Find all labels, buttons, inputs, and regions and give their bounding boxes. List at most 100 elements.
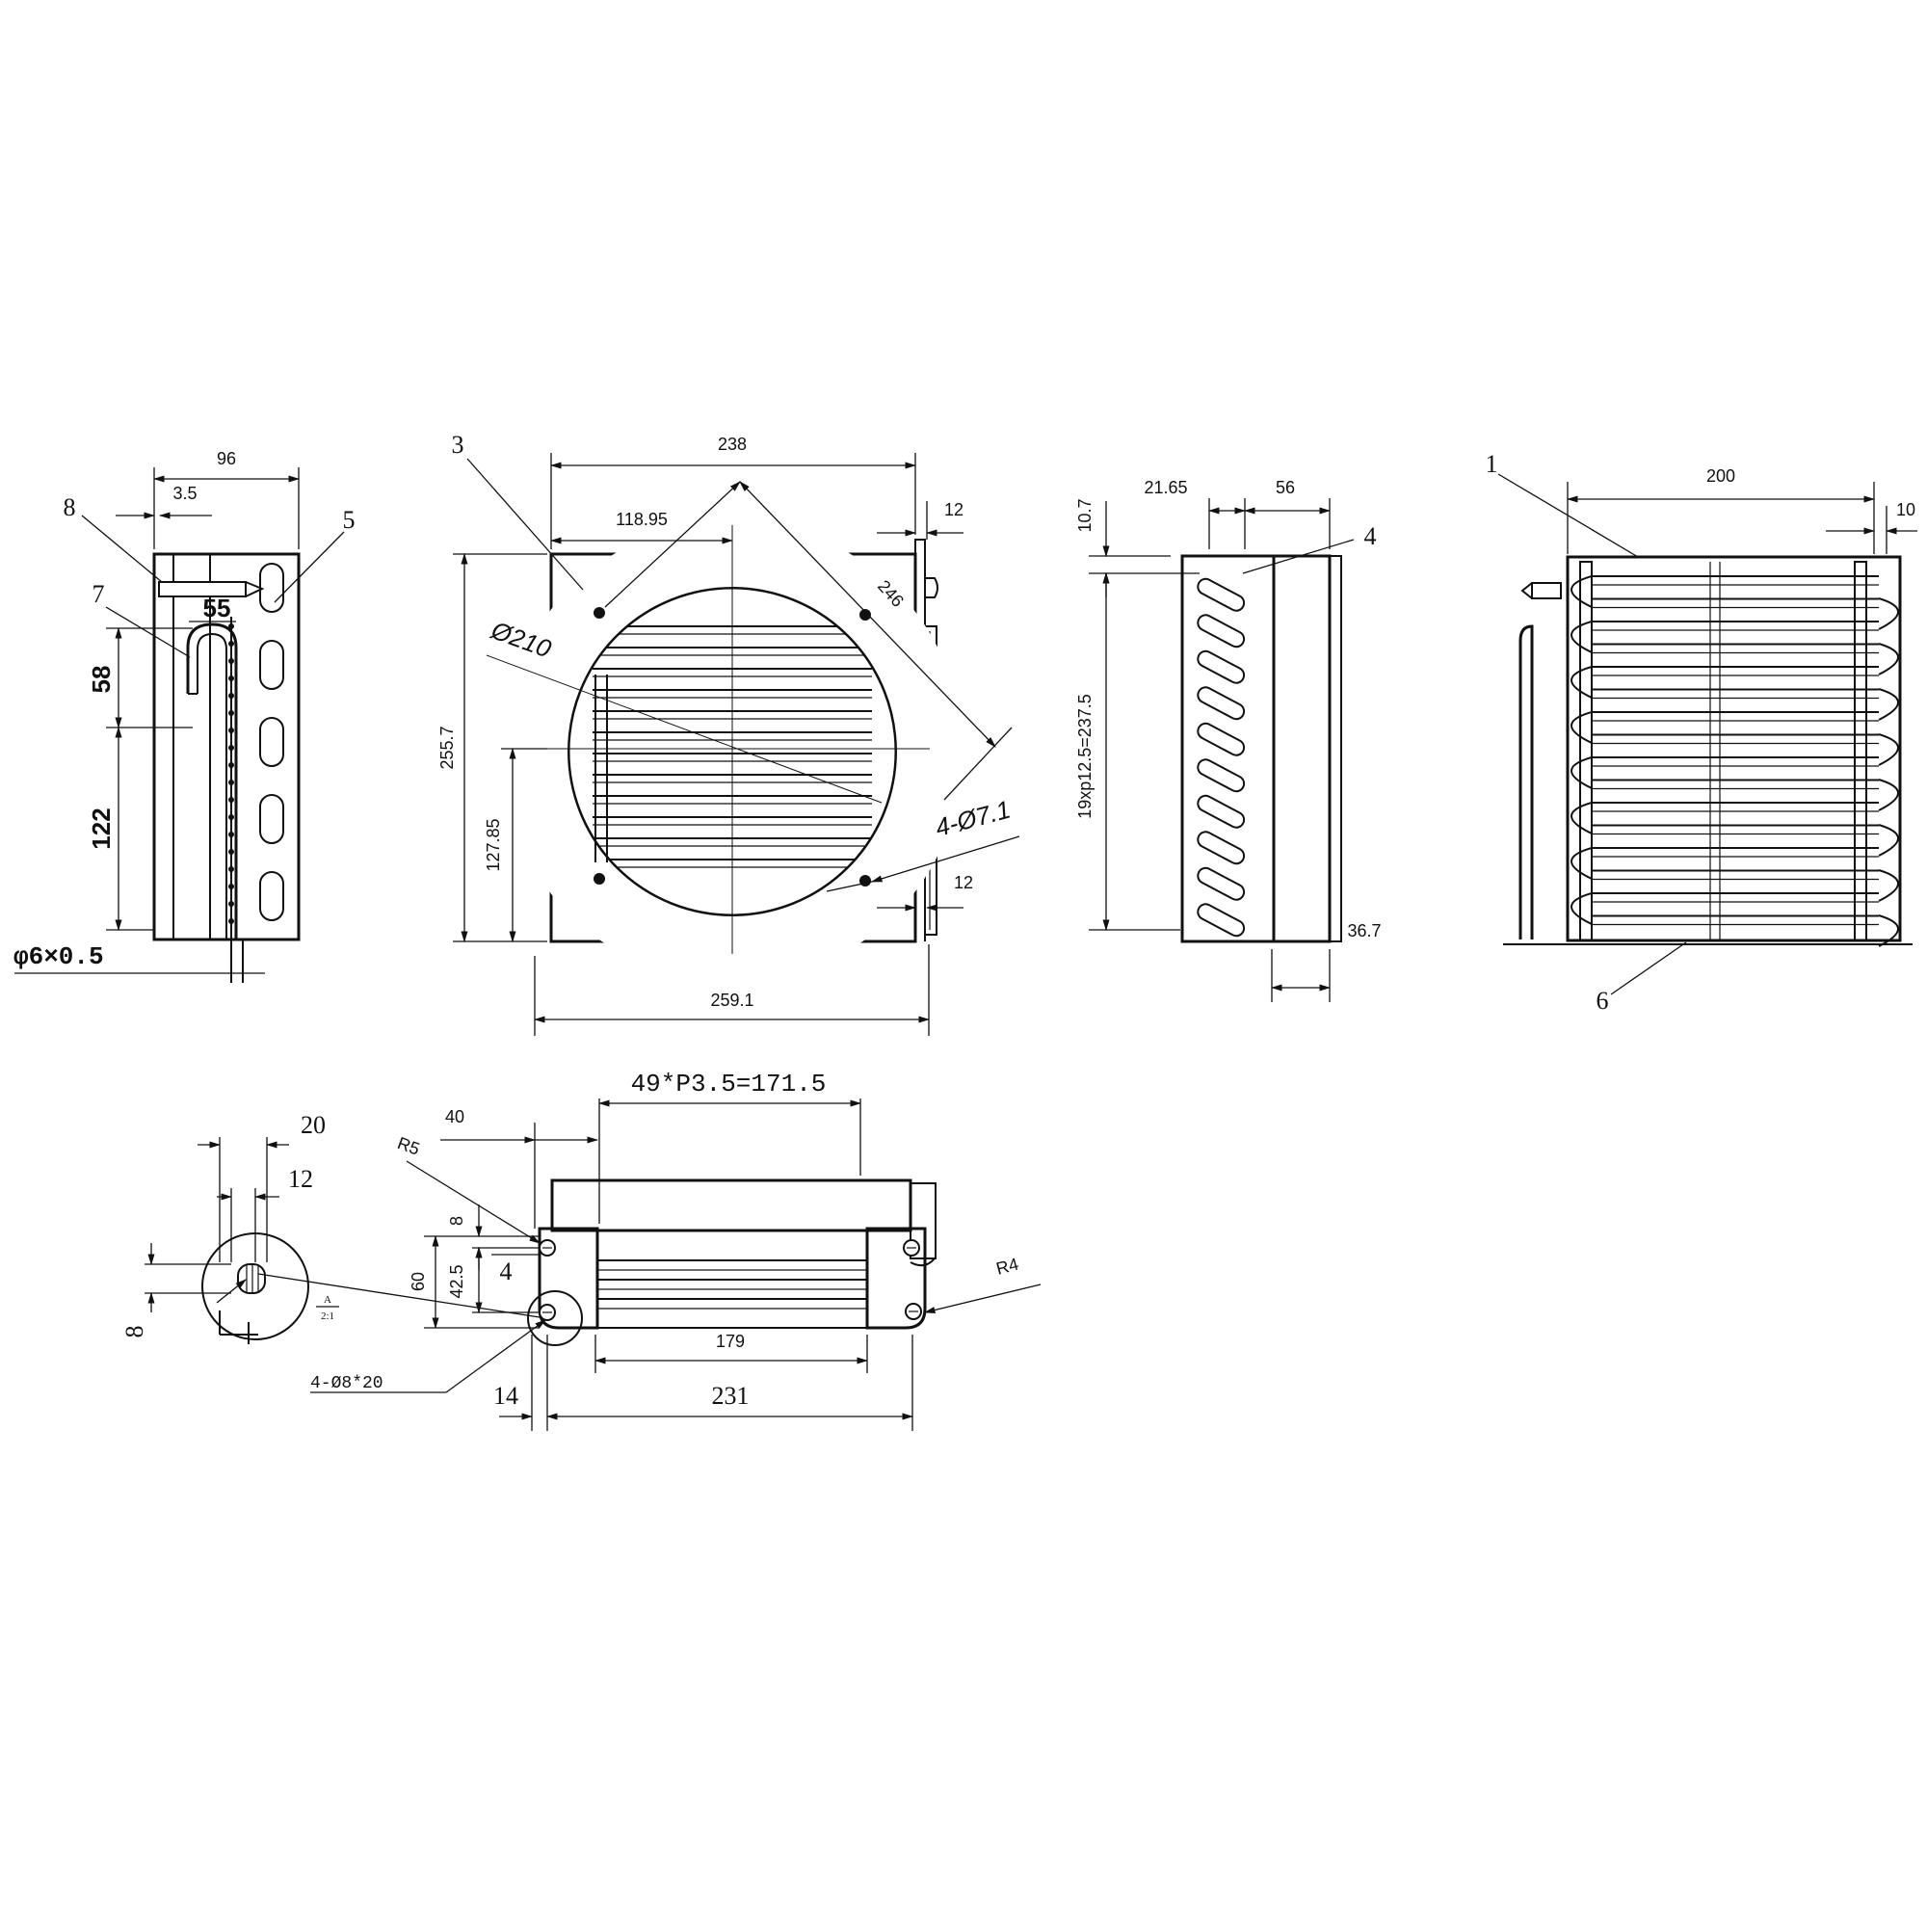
brazing-dots bbox=[228, 623, 234, 924]
fin-slots bbox=[1197, 577, 1246, 938]
dim-259-1: 259.1 bbox=[710, 991, 753, 1010]
coil-bend-left bbox=[1571, 892, 1593, 925]
part-label-6: 6 bbox=[1597, 987, 1609, 1015]
coil-bend-left bbox=[1571, 621, 1593, 653]
bottom-pipe-stub bbox=[910, 1182, 937, 1259]
dim-10: 10 bbox=[1896, 500, 1915, 519]
u-bend-inner bbox=[197, 632, 227, 940]
coil-tubes bbox=[1571, 575, 1899, 947]
detail-dim-8: 8 bbox=[120, 1326, 148, 1338]
mounting-hole bbox=[594, 873, 605, 885]
coil-bend-right bbox=[1878, 733, 1899, 766]
fin-slot bbox=[1197, 831, 1246, 865]
coil-side-pipe bbox=[1518, 624, 1534, 940]
coil-bend-right bbox=[1878, 779, 1899, 811]
coil-bend-right bbox=[1878, 914, 1899, 947]
detail-marker-circle bbox=[527, 1290, 583, 1346]
dim-pitch-237-5: 19xp12.5=237.5 bbox=[1075, 694, 1095, 819]
side-slots bbox=[259, 563, 284, 921]
mounting-hole bbox=[594, 607, 605, 619]
dim-10-7: 10.7 bbox=[1075, 498, 1095, 532]
fin-slot bbox=[1197, 577, 1246, 612]
right-tab bbox=[925, 577, 938, 598]
fin-view: 21.65 56 10.7 19xp12.5=237.5 36.7 4 bbox=[1075, 478, 1382, 1002]
dim-55: 55 bbox=[203, 594, 231, 622]
inlet-pipe-tip bbox=[245, 581, 265, 597]
dim-231: 231 bbox=[712, 1382, 750, 1410]
detail-dim-20: 20 bbox=[301, 1111, 326, 1139]
coil-frame bbox=[1566, 555, 1902, 942]
dim-21-65: 21.65 bbox=[1144, 478, 1187, 497]
coil-inlet bbox=[1531, 582, 1562, 599]
dim-14: 14 bbox=[493, 1382, 518, 1410]
dim-56: 56 bbox=[1276, 478, 1295, 497]
fin-slot bbox=[1197, 903, 1246, 938]
part-label-4: 4 bbox=[1364, 522, 1377, 550]
coil-bend-right bbox=[1878, 688, 1899, 721]
coil-bend-left bbox=[1571, 847, 1593, 880]
coil-bend-left bbox=[1571, 802, 1593, 834]
fin-view-body bbox=[1272, 554, 1332, 943]
dot bbox=[228, 762, 234, 768]
dim-4: 4 bbox=[500, 1257, 513, 1285]
dot bbox=[228, 710, 234, 716]
dim-fin-pitch: 49*P3.5=171.5 bbox=[631, 1070, 827, 1098]
dot bbox=[228, 693, 234, 699]
dot bbox=[228, 849, 234, 855]
fin-slot bbox=[1197, 758, 1246, 793]
side-view: 96 3.5 55 58 122 φ6×0.5 8 7 5 bbox=[13, 449, 356, 983]
part-label-3: 3 bbox=[452, 431, 464, 459]
dim-127-85: 127.85 bbox=[484, 818, 503, 871]
detail-slot bbox=[237, 1263, 266, 1294]
dim-122: 122 bbox=[87, 807, 116, 849]
dim-12-bottom: 12 bbox=[954, 873, 973, 892]
slot bbox=[259, 563, 284, 613]
detail-dim-12: 12 bbox=[288, 1165, 313, 1193]
detail-leader bbox=[257, 1273, 541, 1318]
bottom-pipe-bend bbox=[910, 1257, 936, 1267]
slots-spec: 4-Ø8*20 bbox=[310, 1374, 383, 1393]
coil-bend-left bbox=[1571, 666, 1593, 699]
coil-inlet-tip bbox=[1520, 582, 1533, 599]
front-view: 238 118.95 12 246 Ø210 255.7 127.85 4-Ø7… bbox=[437, 431, 1020, 1036]
diameter-line bbox=[486, 654, 883, 804]
detail-view-a: 20 12 8 A 2:1 bbox=[120, 1111, 541, 1344]
dot bbox=[228, 797, 234, 803]
u-bend-outer bbox=[186, 622, 238, 940]
fin-view-edge bbox=[1329, 555, 1342, 942]
dot bbox=[228, 658, 234, 664]
bottom-tubes bbox=[597, 1259, 867, 1310]
dim-255-7: 255.7 bbox=[437, 726, 457, 769]
detail-scale: 2:1 bbox=[321, 1310, 334, 1322]
dot bbox=[228, 623, 234, 629]
fin-view-plate bbox=[1180, 554, 1276, 943]
radius-r4: R4 bbox=[994, 1255, 1020, 1279]
part-label-8: 8 bbox=[64, 493, 76, 521]
coil-bend-right bbox=[1878, 869, 1899, 902]
fin-slot bbox=[1197, 649, 1246, 684]
dim-96: 96 bbox=[217, 449, 236, 468]
slot bbox=[259, 794, 284, 844]
dot bbox=[228, 866, 234, 872]
coil-left-plate bbox=[1579, 561, 1593, 941]
dot bbox=[228, 832, 234, 837]
dot bbox=[228, 814, 234, 820]
radius-r5: R5 bbox=[395, 1133, 422, 1159]
coil-view: 200 10 1 6 bbox=[1486, 450, 1917, 1015]
inlet-pipe bbox=[158, 581, 247, 597]
dim-118-95: 118.95 bbox=[616, 510, 668, 529]
dot bbox=[228, 728, 234, 733]
dim-12-top: 12 bbox=[944, 500, 964, 519]
fin-slot bbox=[1197, 686, 1246, 721]
dim-40: 40 bbox=[445, 1107, 464, 1126]
dot bbox=[228, 675, 234, 681]
dim-42-5: 42.5 bbox=[447, 1264, 466, 1298]
coil-bend-left bbox=[1571, 711, 1593, 744]
mounting-hole bbox=[859, 875, 871, 887]
fin-slot bbox=[1197, 722, 1246, 756]
dot bbox=[228, 745, 234, 751]
coil-bend-left bbox=[1571, 756, 1593, 789]
coil-bend-right bbox=[1878, 597, 1899, 630]
